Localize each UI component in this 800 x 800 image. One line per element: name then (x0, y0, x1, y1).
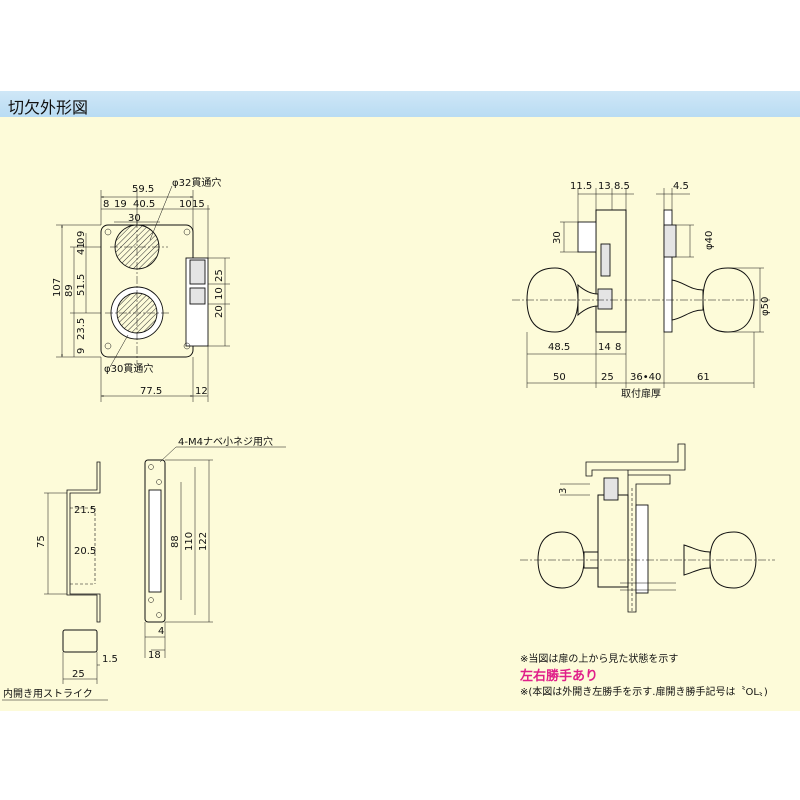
dim-15: 15 (192, 199, 205, 210)
side-view: 11.5 13 8.5 4.5 30 φ40 φ50 48.5 14 8 50 … (512, 181, 771, 400)
dim-75: 75 (36, 535, 47, 548)
bolt-top (603, 477, 619, 501)
dim-21-5: 21.5 (74, 505, 96, 516)
dim-8: 8 (103, 199, 109, 210)
strike-profile (66, 461, 101, 623)
dim-phi40: φ40 (704, 231, 715, 250)
dim-8-5: 8.5 (614, 181, 630, 192)
front-view: 59.5 8 19 40.5 10 15 30 φ32貫通穴 107 89 51… (52, 176, 230, 402)
dim-phi50: φ50 (760, 297, 771, 316)
latch-bolt (189, 259, 206, 285)
dim-25: 25 (214, 269, 225, 282)
dim-18: 18 (148, 650, 161, 661)
dim-107: 107 (52, 278, 63, 297)
dim-88: 88 (170, 535, 181, 548)
screw-label: 4-M4ナベ小ネジ用穴 (178, 435, 273, 448)
note-line-1: ※当図は扉の上から見た状態を示す (520, 652, 678, 665)
rose-top (635, 504, 649, 594)
dim-12: 12 (195, 386, 208, 397)
latch-side (577, 221, 597, 253)
dim-25-strike: 25 (72, 669, 85, 680)
dim-10-right: 10 (214, 287, 225, 300)
hole-bottom-label: φ30貫通穴 (104, 362, 153, 375)
door-frame (627, 470, 671, 613)
page-title: 切欠外形図 (8, 98, 89, 117)
dim-4-5: 4.5 (673, 181, 689, 192)
dim-59-5: 59.5 (132, 184, 154, 195)
dim-8-side: 8 (615, 342, 621, 353)
dim-40-5: 40.5 (133, 199, 155, 210)
dim-1-5: 1.5 (102, 654, 118, 665)
screw-hole (183, 342, 191, 350)
dim-36-40: 36•40 (630, 372, 661, 383)
dim-14: 14 (598, 342, 611, 353)
screw-hole (156, 479, 162, 485)
strike-view: 21.5 20.5 75 4-M4ナベ小ネジ用穴 88 110 122 4 18 (2, 435, 286, 701)
screw-hole (148, 597, 154, 603)
strike-opening (148, 489, 162, 593)
deadbolt (189, 287, 206, 305)
screw-hole (156, 612, 162, 618)
dim-20-5: 20.5 (74, 546, 96, 557)
dim-23-5: 23.5 (76, 318, 87, 340)
dim-9-top: 9 (76, 231, 87, 237)
strike-end-view (62, 629, 98, 653)
dim-61: 61 (697, 372, 710, 383)
drawing-sheet (0, 91, 800, 711)
dim-89: 89 (64, 284, 75, 297)
dim-3: 3 (558, 488, 569, 494)
knob-top-neck-inside (683, 544, 711, 576)
lock-case-side (595, 209, 627, 333)
dim-25-side: 25 (601, 372, 614, 383)
top-view: 3 (520, 443, 775, 613)
spindle-block (597, 288, 613, 310)
lock-case-top (597, 494, 629, 588)
screw-hole (104, 342, 112, 350)
dim-30-side: 30 (552, 231, 563, 244)
notes: ※当図は扉の上から見た状態を示す 左右勝手あり ※(本図は外開き左勝手を示す.扉… (520, 652, 768, 698)
dim-48-5: 48.5 (548, 342, 570, 353)
dim-13: 13 (598, 181, 611, 192)
bolt-side (600, 243, 611, 277)
note-line-3: ※(本図は外開き左勝手を示す.扉開き勝手記号は〝OL〟) (520, 685, 768, 698)
door-thickness-label: 取付扉厚 (621, 387, 661, 400)
dim-51-5: 51.5 (76, 274, 87, 296)
rose-boss (663, 224, 677, 258)
dim-9-bottom: 9 (76, 348, 87, 354)
strike-caption: 内開き用ストライク (3, 687, 93, 700)
dim-30: 30 (128, 213, 141, 224)
dim-77-5: 77.5 (140, 386, 162, 397)
screw-hole (183, 228, 191, 236)
dim-11-5: 11.5 (570, 181, 592, 192)
dim-4: 4 (158, 626, 164, 637)
dim-110: 110 (184, 532, 195, 551)
dim-20: 20 (214, 305, 225, 318)
dim-41: 41 (76, 242, 87, 255)
header-bar: 切欠外形図 (0, 91, 800, 117)
dim-19: 19 (114, 199, 127, 210)
rose-plate (663, 209, 673, 333)
note-handed: 左右勝手あり (520, 668, 598, 684)
dim-122: 122 (198, 532, 209, 551)
screw-hole (148, 464, 154, 470)
dim-10: 10 (179, 199, 192, 210)
dim-0: 0 (76, 238, 87, 244)
hole-top-label: φ32貫通穴 (172, 176, 221, 189)
dim-50: 50 (553, 372, 566, 383)
frame-top (585, 443, 686, 477)
screw-hole (104, 228, 112, 236)
